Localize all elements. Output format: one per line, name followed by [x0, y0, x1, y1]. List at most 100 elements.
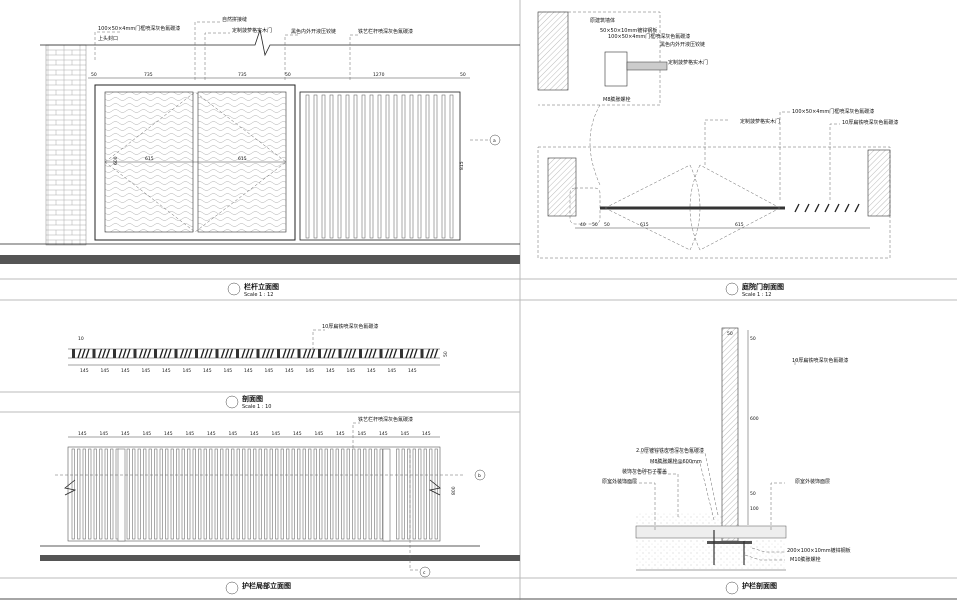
- flat-bar-section: [290, 348, 295, 359]
- flat-bar-section: [323, 348, 328, 359]
- flat-bar-post: [297, 349, 301, 358]
- flat-bar-section: [368, 348, 373, 359]
- flat-bar-post: [338, 349, 342, 358]
- flat-bar-section: [118, 348, 123, 359]
- railing-picket: [329, 94, 334, 239]
- flat-bar-section: [327, 348, 332, 359]
- post-hatch: [721, 327, 739, 542]
- svg-text:50: 50: [750, 336, 756, 342]
- railing-picket: [418, 448, 422, 540]
- dim-label: 145: [250, 431, 259, 437]
- brick-wall: [45, 44, 87, 246]
- flat-bar-section: [269, 348, 275, 359]
- svg-text:定制菠萝格实木门: 定制菠萝格实木门: [232, 27, 272, 34]
- svg-text:护栏局部立面图: 护栏局部立面图: [242, 581, 291, 590]
- railing-picket: [319, 448, 323, 540]
- dim-label: 145: [347, 368, 356, 374]
- flat-bar-post: [318, 349, 321, 358]
- flat-bar-section: [249, 348, 254, 359]
- railing-picket: [353, 94, 358, 239]
- dim-label: 145: [80, 368, 89, 374]
- flat-bar-section: [372, 348, 377, 359]
- dim-label: 145: [121, 431, 130, 437]
- svg-text:10厚扁铁喷深灰色氟碳漆: 10厚扁铁喷深灰色氟碳漆: [322, 323, 378, 330]
- svg-text:100×50×4mm门框喷深灰色氟碳漆: 100×50×4mm门框喷深灰色氟碳漆: [98, 25, 180, 32]
- dim-label: 145: [183, 368, 192, 374]
- dim-label: 145: [121, 368, 130, 374]
- flat-bar-post: [215, 349, 219, 358]
- railing-picket: [385, 94, 390, 239]
- flat-bar-section: [310, 348, 316, 359]
- svg-text:Scale 1 : 12: Scale 1 : 12: [742, 292, 771, 298]
- railing-picket: [220, 448, 224, 540]
- flat-bar-section: [351, 348, 357, 359]
- svg-text:735: 735: [238, 72, 247, 78]
- svg-text:50: 50: [592, 222, 598, 228]
- flat-bar-section: [409, 348, 414, 359]
- svg-text:上头封口: 上头封口: [98, 35, 118, 42]
- svg-text:原室外装饰面层: 原室外装饰面层: [602, 478, 637, 485]
- flat-bar-section: [126, 348, 131, 359]
- railing-picket: [423, 448, 427, 540]
- dim-label: 145: [401, 431, 410, 437]
- flat-bar-post: [359, 349, 362, 358]
- flat-bar-section: [834, 203, 840, 213]
- railing-picket: [214, 448, 218, 540]
- railing-picket: [305, 94, 310, 239]
- svg-text:735: 735: [144, 72, 153, 78]
- flat-bar-section: [282, 348, 287, 359]
- dim-label: 145: [101, 368, 110, 374]
- railing-picket: [313, 94, 318, 239]
- flat-bar-section: [429, 348, 435, 359]
- flat-bar-section: [159, 348, 164, 359]
- railing-picket: [291, 448, 295, 540]
- flat-bar-section: [241, 348, 246, 359]
- svg-text:615: 615: [145, 156, 154, 162]
- svg-text:10厚扁铁喷深灰色氟碳漆: 10厚扁铁喷深灰色氟碳漆: [842, 119, 898, 126]
- flat-bar-post: [400, 349, 403, 358]
- railing-picket: [321, 94, 326, 239]
- flat-bar-section: [204, 348, 209, 359]
- svg-text:栏杆立面图: 栏杆立面图: [244, 282, 279, 291]
- railing-picket: [379, 448, 383, 540]
- flat-bar-section: [413, 348, 418, 359]
- dim-label: 145: [143, 431, 152, 437]
- flat-bar-section: [343, 348, 349, 359]
- svg-text:40: 40: [580, 222, 586, 228]
- svg-text:50: 50: [443, 351, 449, 357]
- flat-bar-section: [804, 203, 810, 213]
- dim-label: 145: [229, 431, 238, 437]
- flat-bar-post: [195, 349, 198, 358]
- svg-text:定制菠萝格实木门: 定制菠萝格实木门: [740, 118, 780, 125]
- railing-picket: [286, 448, 290, 540]
- flat-bar-section: [146, 348, 152, 359]
- railing-picket: [143, 448, 147, 540]
- railing-picket: [170, 448, 174, 540]
- flat-bar-section: [261, 348, 267, 359]
- dim-label: 145: [388, 368, 397, 374]
- railing-picket: [377, 94, 382, 239]
- railing-picket: [337, 94, 342, 239]
- svg-text:Scale 1 : 10: Scale 1 : 10: [242, 404, 271, 410]
- flat-bar-section: [814, 203, 820, 213]
- dim-label: 145: [422, 431, 431, 437]
- svg-text:815: 815: [459, 161, 465, 170]
- flat-bar-section: [85, 348, 90, 359]
- svg-text:50: 50: [727, 331, 733, 337]
- flat-bar-section: [388, 348, 394, 359]
- flat-bar-section: [122, 348, 127, 359]
- flat-bar-section: [105, 348, 111, 359]
- railing-picket: [324, 448, 328, 540]
- svg-text:2.0厚镀锌铁皮喷深灰色氟碳漆: 2.0厚镀锌铁皮喷深灰色氟碳漆: [636, 447, 704, 454]
- dim-label: 145: [142, 368, 151, 374]
- dim-label: 145: [203, 368, 212, 374]
- flat-bar-section: [200, 348, 205, 359]
- railing-picket: [71, 448, 75, 540]
- railing-picket: [330, 448, 334, 540]
- svg-text:Scale 1 : 12: Scale 1 : 12: [244, 292, 273, 298]
- svg-text:600: 600: [113, 156, 119, 165]
- flat-bar-post: [277, 349, 280, 358]
- dim-label: 145: [265, 368, 274, 374]
- flat-bar-section: [347, 348, 353, 359]
